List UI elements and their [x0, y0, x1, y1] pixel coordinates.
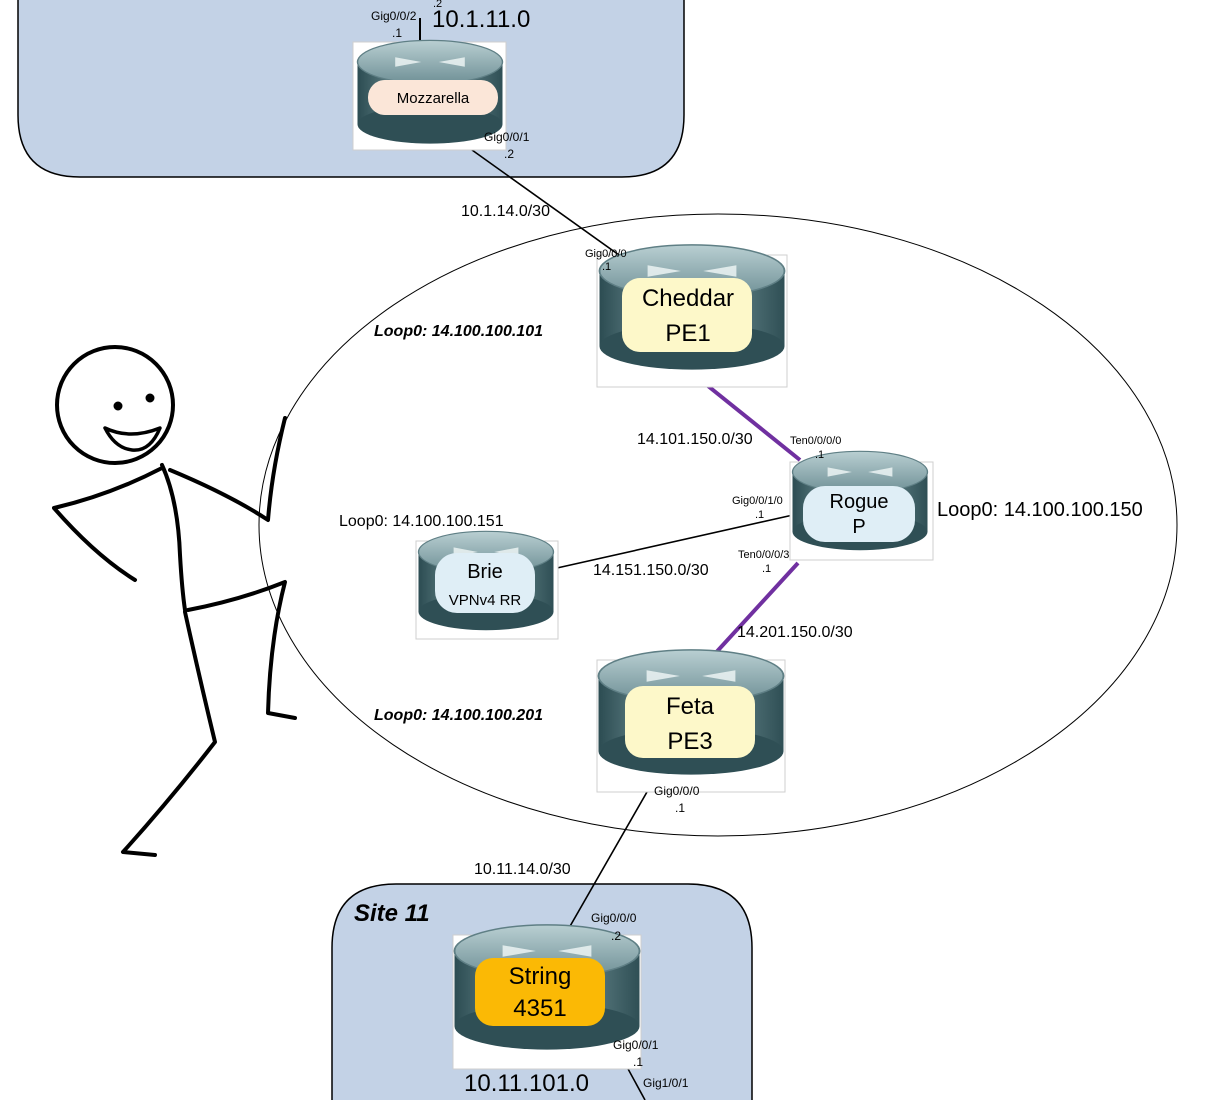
- rogue-t0000-name: Ten0/0/0/0: [790, 435, 841, 447]
- router-string-name: String: [509, 963, 572, 990]
- ched-g000-addr: .1: [602, 261, 611, 273]
- router-brie-role: VPNv4 RR: [449, 592, 522, 609]
- router-mozzarella-name: Mozzarella: [397, 90, 470, 107]
- mpls-core-ellipse: [258, 213, 1178, 837]
- cheddar-loopback: Loop0: 14.100.100.101: [374, 323, 543, 340]
- router-cheddar-role: PE1: [665, 320, 710, 347]
- string-g101-name: Gig1/0/1: [643, 1076, 689, 1090]
- router-brie[interactable]: Brie VPNv4 RR: [415, 530, 559, 640]
- site-bottom-network: 10.11.101.0: [464, 1070, 589, 1097]
- subnet-cheddar-rogue: 14.101.150.0/30: [637, 431, 753, 448]
- router-cheddar-name: Cheddar: [642, 285, 734, 312]
- moz-g001-addr: .2: [504, 147, 514, 161]
- string-g001-name: Gig0/0/1: [613, 1038, 659, 1052]
- rogue-loopback: Loop0: 14.100.100.150: [937, 499, 1143, 521]
- site-bottom-title: Site 11: [354, 900, 430, 927]
- site-top-region: [17, 0, 685, 178]
- rogue-g0010-addr: .1: [755, 509, 764, 521]
- subnet-rogue-feta: 14.201.150.0/30: [737, 624, 853, 641]
- ched-g000-name: Gig0/0/0: [585, 248, 627, 260]
- router-mozzarella[interactable]: Mozzarella: [352, 39, 507, 151]
- rogue-t0003-name: Ten0/0/0/3: [738, 549, 789, 561]
- rogue-g0010-name: Gig0/0/1/0: [732, 495, 783, 507]
- link-cheddar-rogue: [706, 384, 802, 462]
- router-rogue-name: Rogue: [830, 491, 889, 513]
- moz-g002-addr: .1: [392, 26, 402, 40]
- router-rogue-role: P: [852, 516, 865, 538]
- router-cheddar[interactable]: Cheddar PE1: [596, 243, 788, 388]
- site-top-partial-addr: .2: [433, 0, 442, 10]
- rogue-t0000-addr: .1: [815, 449, 824, 461]
- router-brie-name: Brie: [467, 561, 503, 583]
- router-string-model: 4351: [513, 995, 566, 1022]
- link-mozzarella-cheddar: [457, 139, 634, 266]
- moz-g002-name: Gig0/0/2: [371, 9, 417, 23]
- string-g001-addr: .1: [633, 1055, 643, 1069]
- subnet-brie-rogue: 14.151.150.0/30: [593, 562, 709, 579]
- stick-figure-illustration: [52, 345, 297, 857]
- router-string[interactable]: String 4351: [452, 923, 642, 1070]
- subnet-moz-cheddar: 10.1.14.0/30: [461, 203, 550, 220]
- router-feta-name: Feta: [666, 693, 715, 720]
- router-feta[interactable]: Feta PE3: [596, 648, 786, 793]
- feta-loopback: Loop0: 14.100.100.201: [374, 707, 543, 724]
- site-top-network: 10.1.11.0: [432, 6, 530, 33]
- feta-g000-addr: .1: [675, 801, 685, 815]
- link-brie-rogue: [556, 514, 794, 569]
- link-feta-string: [564, 777, 656, 936]
- subnet-feta-string: 10.11.14.0/30: [474, 861, 571, 878]
- link-rogue-feta: [709, 561, 800, 660]
- router-rogue[interactable]: Rogue P: [789, 450, 934, 561]
- string-g000-addr: .2: [611, 929, 621, 943]
- rogue-t0003-addr: .1: [762, 563, 771, 575]
- feta-g000-name: Gig0/0/0: [654, 784, 700, 798]
- brie-loopback: Loop0: 14.100.100.151: [339, 513, 504, 530]
- string-g000-name: Gig0/0/0: [591, 911, 637, 925]
- router-feta-role: PE3: [667, 728, 712, 755]
- moz-g001-name: Gig0/0/1: [484, 130, 530, 144]
